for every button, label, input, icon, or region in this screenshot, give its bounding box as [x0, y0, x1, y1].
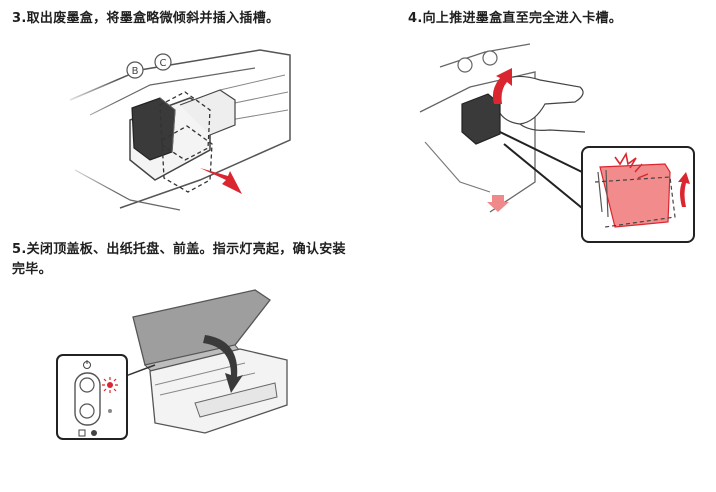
step-3-text: 取出废墨盒，将墨盒略微倾斜并插入插槽。: [26, 11, 280, 26]
arrow-down-icon: [487, 195, 509, 212]
step-3-instruction: 3.取出废墨盒，将墨盒略微倾斜并插入插槽。: [12, 9, 332, 29]
control-panel-detail: [56, 354, 128, 440]
step-5-illustration: [56, 289, 288, 440]
push-arrow-icon: [678, 172, 690, 207]
power-icon: [83, 360, 91, 369]
zoom-detail-box: [581, 146, 695, 243]
step-5-number: 5.: [12, 242, 27, 257]
top-cover: [132, 289, 271, 366]
arrow-up-icon: [492, 68, 512, 104]
step-4-illustration: [419, 43, 695, 243]
step-3-number: 3.: [12, 11, 27, 26]
warning-light-icon: [102, 377, 118, 393]
step-5-instruction: 5.关闭顶盖板、出纸托盘、前盖。指示灯亮起，确认安装完毕。: [12, 240, 347, 280]
click-impact-icon: [614, 151, 649, 179]
printer-body: [149, 348, 288, 434]
step-4-instruction: 4.向上推进墨盒直至完全进入卡槽。: [408, 9, 708, 29]
step-5-text: 关闭顶盖板、出纸托盘、前盖。指示灯亮起，确认安装完毕。: [12, 242, 346, 277]
ink-icon: [78, 429, 86, 437]
close-cover-arrow-icon: [203, 335, 243, 393]
step-3-illustration: B C: [60, 30, 291, 211]
black-cartridge-pushed: [461, 93, 501, 145]
hand-illustration: [494, 75, 584, 125]
step-4-number: 4.: [408, 11, 423, 26]
step-4-text: 向上推进墨盒直至完全进入卡槽。: [422, 11, 623, 26]
